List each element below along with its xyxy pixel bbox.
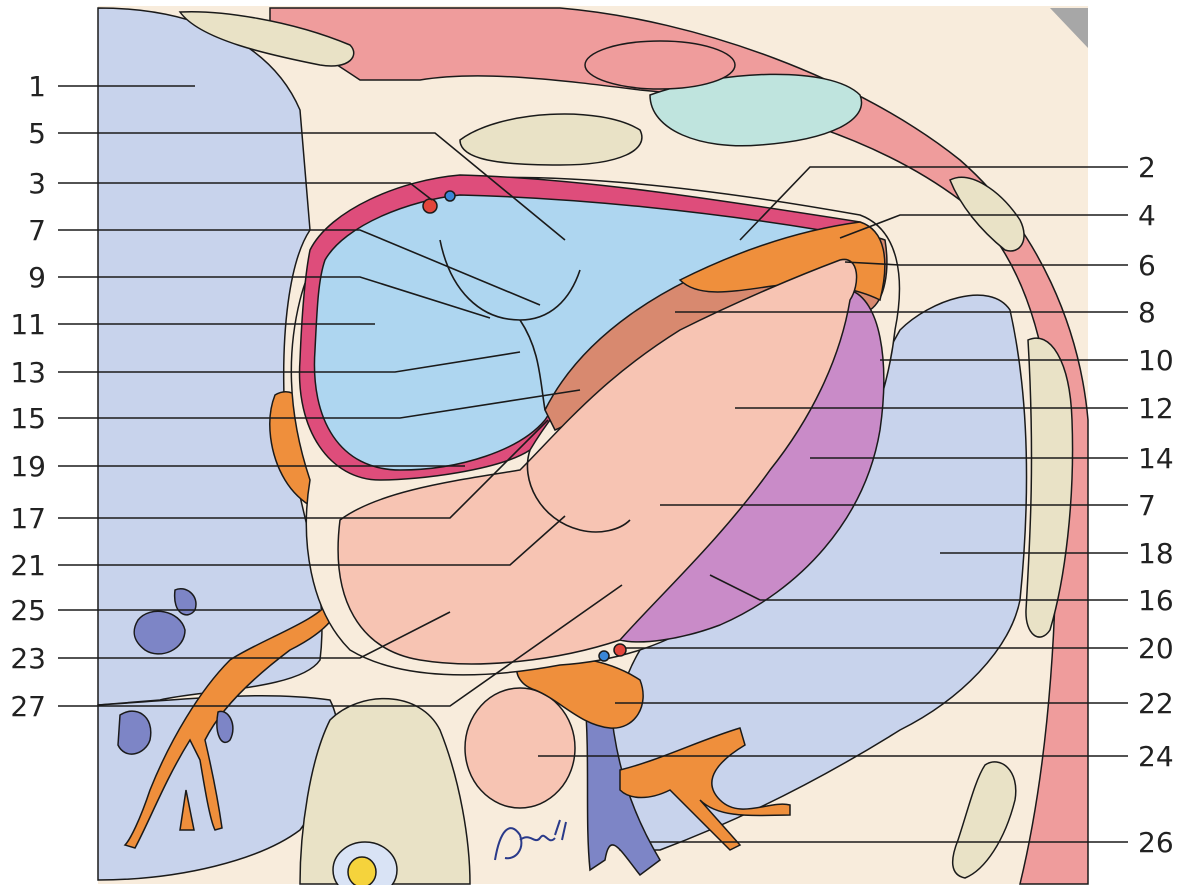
label-left-25: 25 — [10, 594, 46, 627]
label-left-17: 17 — [10, 502, 46, 535]
labels-right: 2 4 6 8 10 12 14 7 18 16 20 22 24 26 — [1138, 151, 1174, 859]
pink-oval-top — [585, 41, 735, 89]
descending-aorta — [465, 688, 575, 808]
label-right-10: 10 — [1138, 344, 1174, 377]
coronary-artery-20 — [614, 644, 626, 656]
label-right-2: 2 — [1138, 151, 1156, 184]
label-right-20: 20 — [1138, 632, 1174, 665]
label-right-7: 7 — [1138, 489, 1156, 522]
coronary-artery-3 — [423, 199, 437, 213]
anatomy-illustration — [98, 6, 1088, 885]
label-right-22: 22 — [1138, 687, 1174, 720]
label-right-16: 16 — [1138, 584, 1174, 617]
label-left-3: 3 — [28, 167, 46, 200]
label-right-24: 24 — [1138, 740, 1174, 773]
label-right-14: 14 — [1138, 442, 1174, 475]
label-right-6: 6 — [1138, 249, 1156, 282]
label-left-13: 13 — [10, 356, 46, 389]
label-left-9: 9 — [28, 261, 46, 294]
spinal-cord — [348, 857, 376, 885]
label-left-27: 27 — [10, 690, 46, 723]
coronary-vein-20 — [599, 651, 609, 661]
label-right-18: 18 — [1138, 537, 1174, 570]
label-left-23: 23 — [10, 642, 46, 675]
label-left-1: 1 — [28, 70, 46, 103]
label-left-19: 19 — [10, 450, 46, 483]
label-left-21: 21 — [10, 549, 46, 582]
label-right-8: 8 — [1138, 296, 1156, 329]
label-right-4: 4 — [1138, 199, 1156, 232]
label-left-11: 11 — [10, 308, 46, 341]
labels-left: 1 5 3 7 9 11 13 15 19 17 21 25 23 27 — [10, 70, 46, 723]
label-left-5: 5 — [28, 117, 46, 150]
label-right-12: 12 — [1138, 392, 1174, 425]
label-left-15: 15 — [10, 402, 46, 435]
label-right-26: 26 — [1138, 826, 1174, 859]
coronary-vein-3 — [445, 191, 455, 201]
label-left-7: 7 — [28, 214, 46, 247]
